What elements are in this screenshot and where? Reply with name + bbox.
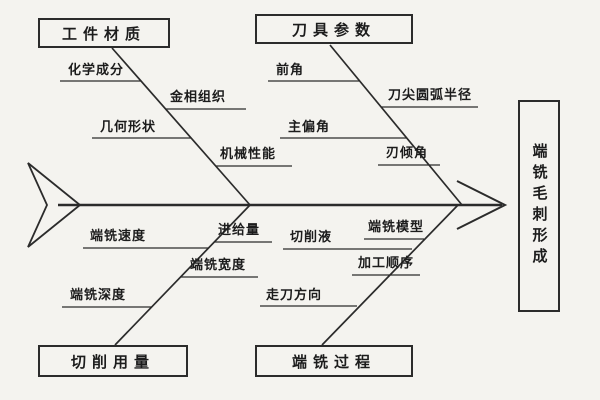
category-label-tool: 刀具参数 <box>291 21 376 39</box>
category-label-cutting: 切削用量 <box>70 353 155 371</box>
factor-cutting-feed: 进给量 <box>218 222 261 237</box>
factor-process-direction: 走刀方向 <box>266 287 323 302</box>
branch-line-cutting <box>114 204 251 346</box>
factor-tool-nose-radius: 刀尖圆弧半径 <box>388 87 473 102</box>
tail-shape <box>27 162 82 248</box>
factor-workpiece-mechanical: 机械性能 <box>220 146 277 161</box>
category-box-cutting: 切削用量 <box>38 345 188 377</box>
factor-process-sequence: 加工顺序 <box>358 255 415 270</box>
factor-tool-inclination: 刃倾角 <box>386 145 429 160</box>
effect-box: 端铣毛刺形成 <box>518 100 560 312</box>
factor-process-coolant: 切削液 <box>290 229 333 244</box>
category-box-tool: 刀具参数 <box>255 14 413 44</box>
factor-cutting-depth: 端铣深度 <box>70 287 127 302</box>
arrowhead-icon <box>456 180 508 230</box>
factor-workpiece-chemical: 化学成分 <box>68 62 125 77</box>
category-box-workpiece: 工件材质 <box>38 18 170 48</box>
factor-process-model: 端铣模型 <box>368 219 425 234</box>
category-label-process: 端铣过程 <box>291 353 376 371</box>
category-box-process: 端铣过程 <box>255 345 413 377</box>
factor-tool-lead-angle: 主偏角 <box>288 119 331 134</box>
factor-tool-rake-angle: 前角 <box>276 62 305 77</box>
factor-cutting-speed: 端铣速度 <box>90 228 147 243</box>
factor-workpiece-geometry: 几何形状 <box>100 119 157 134</box>
factor-workpiece-metallographic: 金相组织 <box>170 89 227 104</box>
category-label-workpiece: 工件材质 <box>61 25 146 43</box>
branch-line-workpiece <box>111 47 251 206</box>
branch-line-tool <box>329 44 463 206</box>
effect-label: 端铣毛刺形成 <box>530 143 548 269</box>
factor-cutting-width: 端铣宽度 <box>190 257 247 272</box>
